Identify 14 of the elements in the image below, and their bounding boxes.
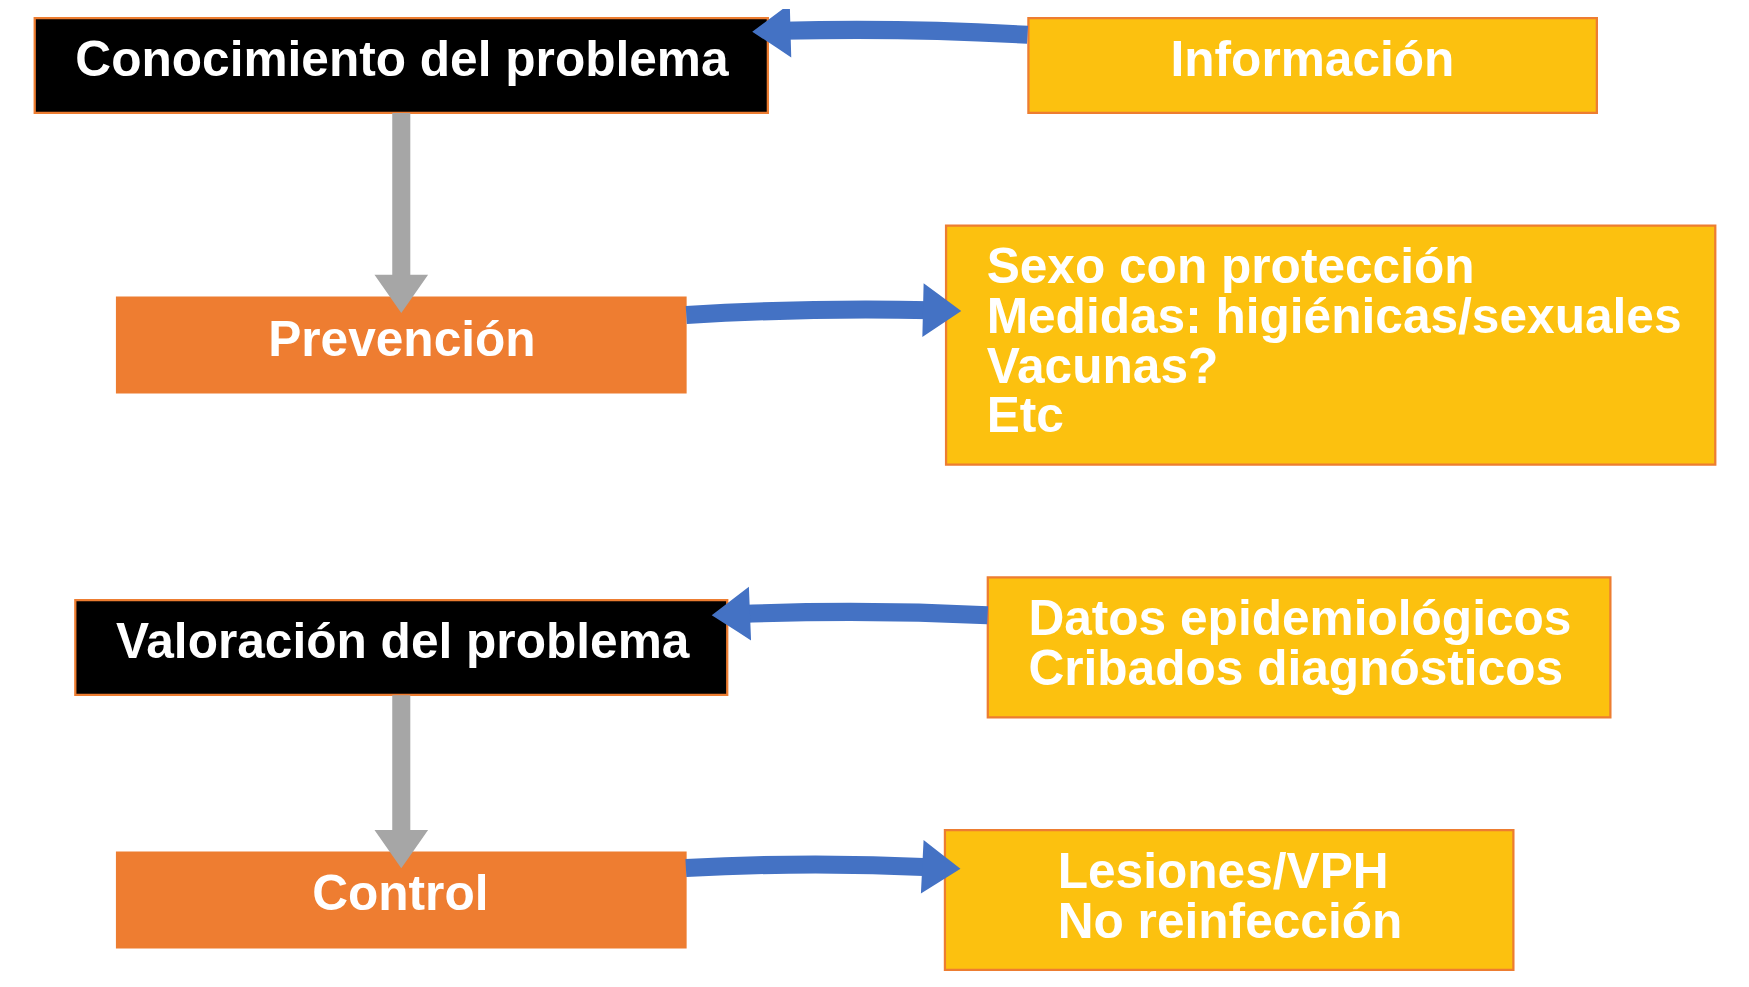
- node-box: Lesiones/VPH No reinfección: [943, 828, 1515, 971]
- node-box: Sexo con protección Medidas: higiénicas/sexuales Vacunas? Etc: [944, 223, 1716, 466]
- node-box: Datos epidemiológicos Cribados diagnósticos: [986, 575, 1612, 718]
- arrow: [685, 282, 961, 337]
- arrow: [751, 8, 1028, 57]
- arrow: [684, 839, 960, 894]
- arrow: [373, 112, 428, 313]
- arrow: [711, 586, 988, 640]
- arrow: [373, 694, 428, 868]
- node-box: Información: [1026, 16, 1598, 114]
- node-box: Valoración del problema: [73, 598, 728, 696]
- node-box: Conocimiento del problema: [33, 16, 769, 114]
- node-box: Prevención: [115, 296, 687, 394]
- node-box: Control: [115, 851, 687, 949]
